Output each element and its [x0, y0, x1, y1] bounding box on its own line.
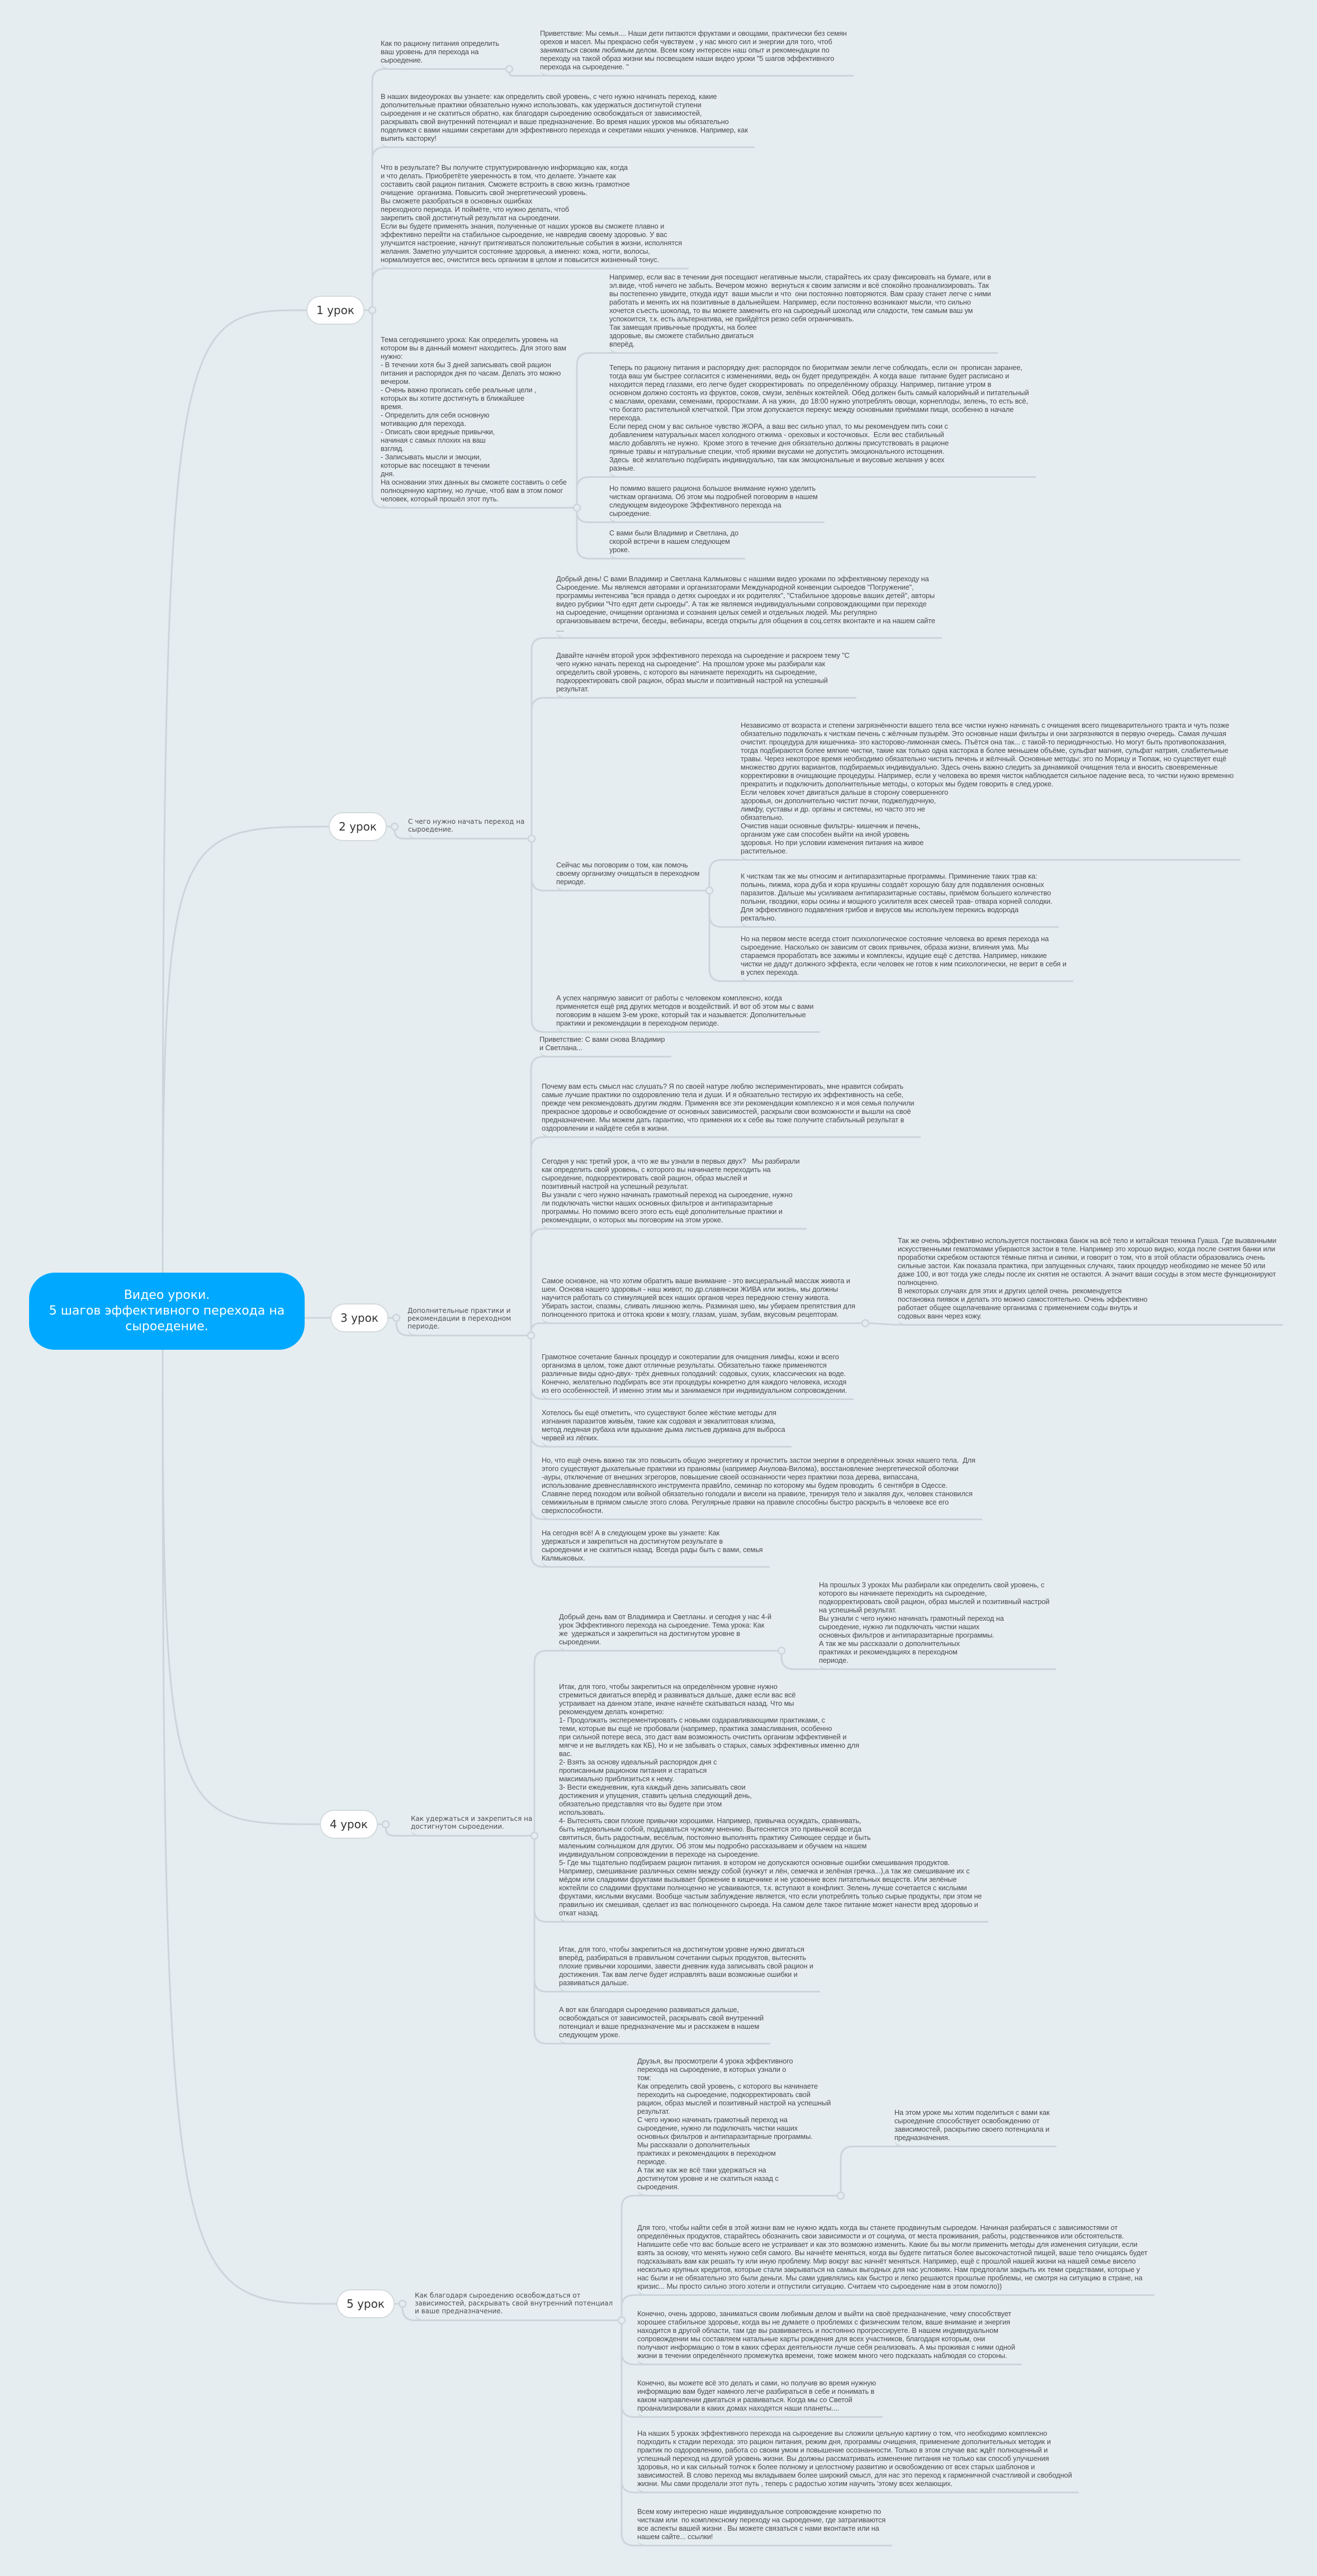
lesson-4-topic[interactable]: 4 урок	[320, 1810, 378, 1839]
topic-do-it-yourself[interactable]: Конечно, вы можете всё это делать и сами…	[637, 2379, 883, 2418]
collapse-toggle-icon[interactable]	[392, 1313, 401, 1322]
collapse-toggle-icon[interactable]	[836, 2191, 845, 2200]
collapse-toggle-icon[interactable]	[390, 822, 399, 831]
lesson-1-topic[interactable]: 1 урок	[306, 296, 364, 325]
topic-energy[interactable]: Но, что ещё очень важно так это повысить…	[542, 1456, 982, 1520]
topic-diet-schedule[interactable]: Теперь по рациону питания и распорядку д…	[609, 363, 1036, 478]
collapse-toggle-icon[interactable]	[505, 65, 514, 73]
collapse-toggle-icon[interactable]	[527, 834, 536, 843]
lesson-2-topic[interactable]: 2 урок	[329, 812, 387, 841]
topic-body-cleansing[interactable]: Сейчас мы поговорим о том, как помочь св…	[556, 861, 707, 891]
collapse-toggle-icon[interactable]	[527, 1331, 536, 1340]
connector-line	[530, 1322, 549, 1332]
connector-line	[162, 1349, 320, 1825]
topic-goodbye[interactable]: С вами были Владимир и Светлана, до скор…	[609, 529, 745, 559]
topic-purpose[interactable]: Конечно, очень здорово, заниматься своим…	[637, 2309, 1022, 2365]
topic-results[interactable]: Что в результате? Вы получите структурир…	[381, 163, 689, 269]
topic-why-listen[interactable]: Почему вам есть смысл нас слушать? Я по …	[542, 1082, 921, 1138]
topic-digestive-cleanse[interactable]: Независимо от возраста и степени загрязн…	[741, 721, 1241, 861]
connector-line	[371, 268, 389, 307]
collapse-toggle-icon[interactable]	[777, 1647, 786, 1655]
lesson-3-subtitle[interactable]: Дополнительные практики и рекомендации в…	[408, 1307, 528, 1336]
connector-line	[162, 826, 329, 1273]
topic-antiparasitic[interactable]: К чисткам так же мы относим и антипарази…	[741, 872, 1059, 928]
topic-next-lesson[interactable]: А вот как благодаря сыроедению развивать…	[559, 2005, 771, 2044]
topic-greeting-again[interactable]: Приветствие: С вами снова Владимир и Све…	[539, 1035, 672, 1057]
central-topic-line: сыроедение.	[125, 1320, 209, 1334]
topic-bath-juice[interactable]: Грамотное сочетание банных процедур и со…	[542, 1353, 854, 1400]
topic-cleansing-next[interactable]: Но помимо вашего рациона большое внимани…	[609, 484, 825, 523]
topic-this-lesson[interactable]: На этом уроке мы хотим поделиться с вами…	[894, 2108, 1057, 2147]
topic-negative-thoughts[interactable]: Например, если вас в течении дня посещаю…	[609, 273, 998, 354]
lesson-5-topic[interactable]: 5 урок	[337, 2289, 395, 2318]
collapse-toggle-icon[interactable]	[381, 1820, 390, 1829]
topic-friends-recap[interactable]: Друзья, вы просмотрели 4 урока эффективн…	[637, 2057, 838, 2197]
connector-line	[162, 309, 307, 1273]
collapse-toggle-icon[interactable]	[705, 886, 714, 895]
central-topic-line: 5 шагов эффективного перехода на	[49, 1304, 285, 1318]
topic-psychology[interactable]: Но на первом месте всегда стоит психолог…	[741, 934, 1073, 982]
collapse-toggle-icon[interactable]	[617, 2316, 626, 2324]
topic-lesson-end[interactable]: На сегодня всё! А в следующем уроке вы у…	[542, 1529, 770, 1568]
topic-greeting[interactable]: Приветствие: Мы семья.... Наши дети пита…	[540, 29, 854, 77]
topic-lesson-theme[interactable]: Тема сегодняшнего урока: Как определить …	[381, 335, 574, 509]
collapse-toggle-icon[interactable]	[398, 2299, 407, 2308]
topic-recommendations-list[interactable]: Итак, для того, чтобы закрепиться на опр…	[559, 1682, 989, 1923]
topic-what-you-learn[interactable]: В наших видеоуроках вы узнаете: как опре…	[381, 92, 755, 148]
topic-cupping-guasha[interactable]: Так же очень эффективно используется пос…	[898, 1236, 1283, 1326]
collapse-toggle-icon[interactable]	[530, 1832, 539, 1840]
topic-five-lessons-summary[interactable]: На наших 5 уроках эффективного перехода …	[637, 2429, 1079, 2493]
collapse-toggle-icon[interactable]	[861, 1319, 870, 1327]
topic-harsh-methods[interactable]: Хотелось бы ещё отметить, что существуют…	[542, 1408, 792, 1448]
lesson-3-topic[interactable]: 3 урок	[330, 1303, 389, 1332]
topic-find-yourself[interactable]: Для того, чтобы найти себя в этой жизни …	[637, 2223, 1154, 2296]
topic-visceral-massage[interactable]: Самое основное, на что хотим обратить ва…	[542, 1277, 862, 1324]
lesson-4-subtitle[interactable]: Как удержаться и закрепиться на достигну…	[411, 1815, 532, 1837]
connector-line	[840, 2146, 902, 2193]
topic-introduction[interactable]: Добрый день! С вами Владимир и Светлана …	[556, 575, 942, 639]
topic-previous-lessons[interactable]: На прошлых 3 уроках Мы разбирали как опр…	[819, 1581, 1057, 1670]
topic-second-lesson-start[interactable]: Давайте начнём второй урок эффективного …	[556, 651, 856, 699]
lesson-5-subtitle[interactable]: Как благодаря сыроедению освобождаться о…	[415, 2292, 619, 2321]
collapse-toggle-icon[interactable]	[572, 504, 581, 512]
lesson-2-subtitle[interactable]: С чего нужно начать переход на сыроедени…	[408, 818, 528, 839]
topic-fourth-greeting[interactable]: Добрый день вам от Владимира и Светланы.…	[559, 1612, 778, 1652]
central-topic-line: Видео уроки.	[124, 1288, 210, 1302]
connector-line	[530, 697, 564, 836]
topic-success[interactable]: А успех напрямую зависит от работы с чел…	[556, 994, 821, 1033]
topic-summary[interactable]: Итак, для того, чтобы закрепиться на дос…	[559, 1945, 820, 1993]
connector-line	[162, 1349, 337, 2305]
topic-recap[interactable]: Сегодня у нас третий урок, а что же вы у…	[542, 1157, 807, 1230]
central-topic[interactable]: Видео уроки. 5 шагов эффективного перехо…	[29, 1273, 305, 1350]
topic-nutrition-level[interactable]: Как по рациону питания определить ваш ур…	[381, 39, 506, 70]
collapse-toggle-icon[interactable]	[368, 306, 377, 315]
topic-contact[interactable]: Всем кому интересно наше индивидуальное …	[637, 2507, 893, 2546]
